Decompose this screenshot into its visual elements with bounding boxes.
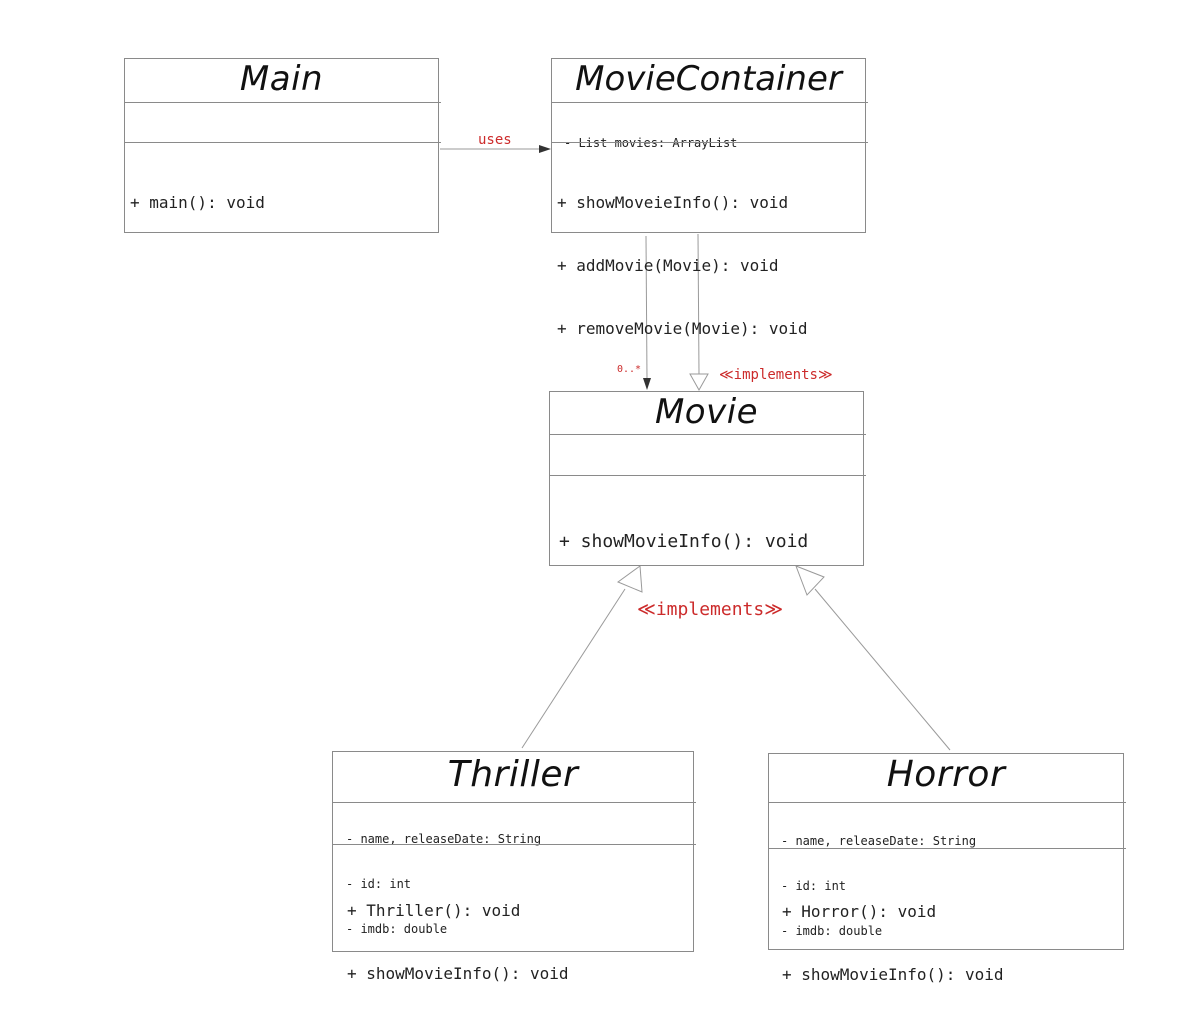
horror-implements-line xyxy=(814,588,951,751)
class-horror-divider-2 xyxy=(769,848,1126,849)
class-main-divider-1 xyxy=(125,102,441,103)
method-item: + addMovie(Movie): void xyxy=(557,256,779,275)
class-movie-title: Movie xyxy=(654,392,759,432)
class-movie-container-title: MovieContainer xyxy=(575,59,842,99)
class-movie-divider-2 xyxy=(550,475,866,476)
method-item: + showMovieInfo(): void xyxy=(559,531,809,552)
uses-arrowhead xyxy=(539,145,551,153)
thriller-implements-line xyxy=(521,588,626,749)
multiplicity-label: 0..* xyxy=(617,364,642,375)
class-main-methods: + main(): void xyxy=(130,150,265,255)
class-main-divider-2 xyxy=(125,142,441,143)
class-horror-attributes: - name, releaseDate: String - id: int - … xyxy=(781,804,976,969)
attribute-item: - imdb: double xyxy=(346,922,448,936)
uses-label: uses xyxy=(478,132,512,148)
class-main-title: Main xyxy=(239,59,324,99)
method-item: + showMovieInfo(): void xyxy=(782,965,1004,984)
class-horror-title: Horror xyxy=(886,754,1006,795)
implements-triangle-top xyxy=(689,373,709,392)
class-thriller-divider-1 xyxy=(333,802,696,803)
implements-line-top xyxy=(697,233,700,375)
implements-label-top: ≪implements≫ xyxy=(719,367,833,383)
method-item: + main(): void xyxy=(130,193,265,212)
class-movie-container-divider-2 xyxy=(552,142,868,143)
attribute-item: - id: int xyxy=(346,877,412,891)
aggregation-line xyxy=(645,235,648,381)
class-movie-container-methods: + showMoveieInfo(): void + addMovie(Movi… xyxy=(557,150,807,381)
method-item: + showMovieInfo(): void xyxy=(347,964,569,983)
class-movie-container[interactable]: MovieContainer - List movies: ArrayList … xyxy=(551,58,868,338)
aggregation-arrowhead xyxy=(643,378,651,390)
attribute-item: - name, releaseDate: String xyxy=(781,834,977,848)
class-movie-container-divider-1 xyxy=(552,102,868,103)
class-movie-container-attributes: - List movies: ArrayList xyxy=(564,106,737,181)
class-thriller-attributes: - name, releaseDate: String - id: int - … xyxy=(346,802,541,967)
method-item: + Thriller(): void xyxy=(347,901,521,920)
class-thriller-title: Thriller xyxy=(447,754,579,795)
class-movie-methods: + showMovieInfo(): void xyxy=(559,487,808,597)
class-horror-divider-1 xyxy=(769,802,1126,803)
attribute-item: - id: int xyxy=(781,879,847,893)
class-main[interactable]: Main + main(): void xyxy=(124,58,441,233)
connectors-layer xyxy=(440,145,951,751)
attribute-item: - imdb: double xyxy=(781,924,883,938)
class-horror-methods: + Horror(): void + showMovieInfo(): void xyxy=(782,859,1004,1027)
class-horror[interactable]: Horror - name, releaseDate: String - id:… xyxy=(768,753,1126,984)
class-thriller-divider-2 xyxy=(333,844,696,845)
attribute-item: - name, releaseDate: String xyxy=(346,832,542,846)
method-item: + showMoveieInfo(): void xyxy=(557,193,789,212)
attribute-item: - List movies: ArrayList xyxy=(564,136,738,150)
method-item: + removeMovie(Movie): void xyxy=(557,319,808,338)
horror-implements-triangle xyxy=(795,565,825,596)
class-movie-divider-1 xyxy=(550,434,866,435)
method-item: + Horror(): void xyxy=(782,902,937,921)
class-movie[interactable]: Movie + showMovieInfo(): void xyxy=(549,391,866,566)
class-thriller[interactable]: Thriller - name, releaseDate: String - i… xyxy=(332,751,696,983)
implements-label-bottom: ≪implements≫ xyxy=(637,599,784,620)
thriller-implements-triangle xyxy=(616,565,643,593)
class-thriller-methods: + Thriller(): void + showMovieInfo(): vo… xyxy=(347,858,569,1026)
